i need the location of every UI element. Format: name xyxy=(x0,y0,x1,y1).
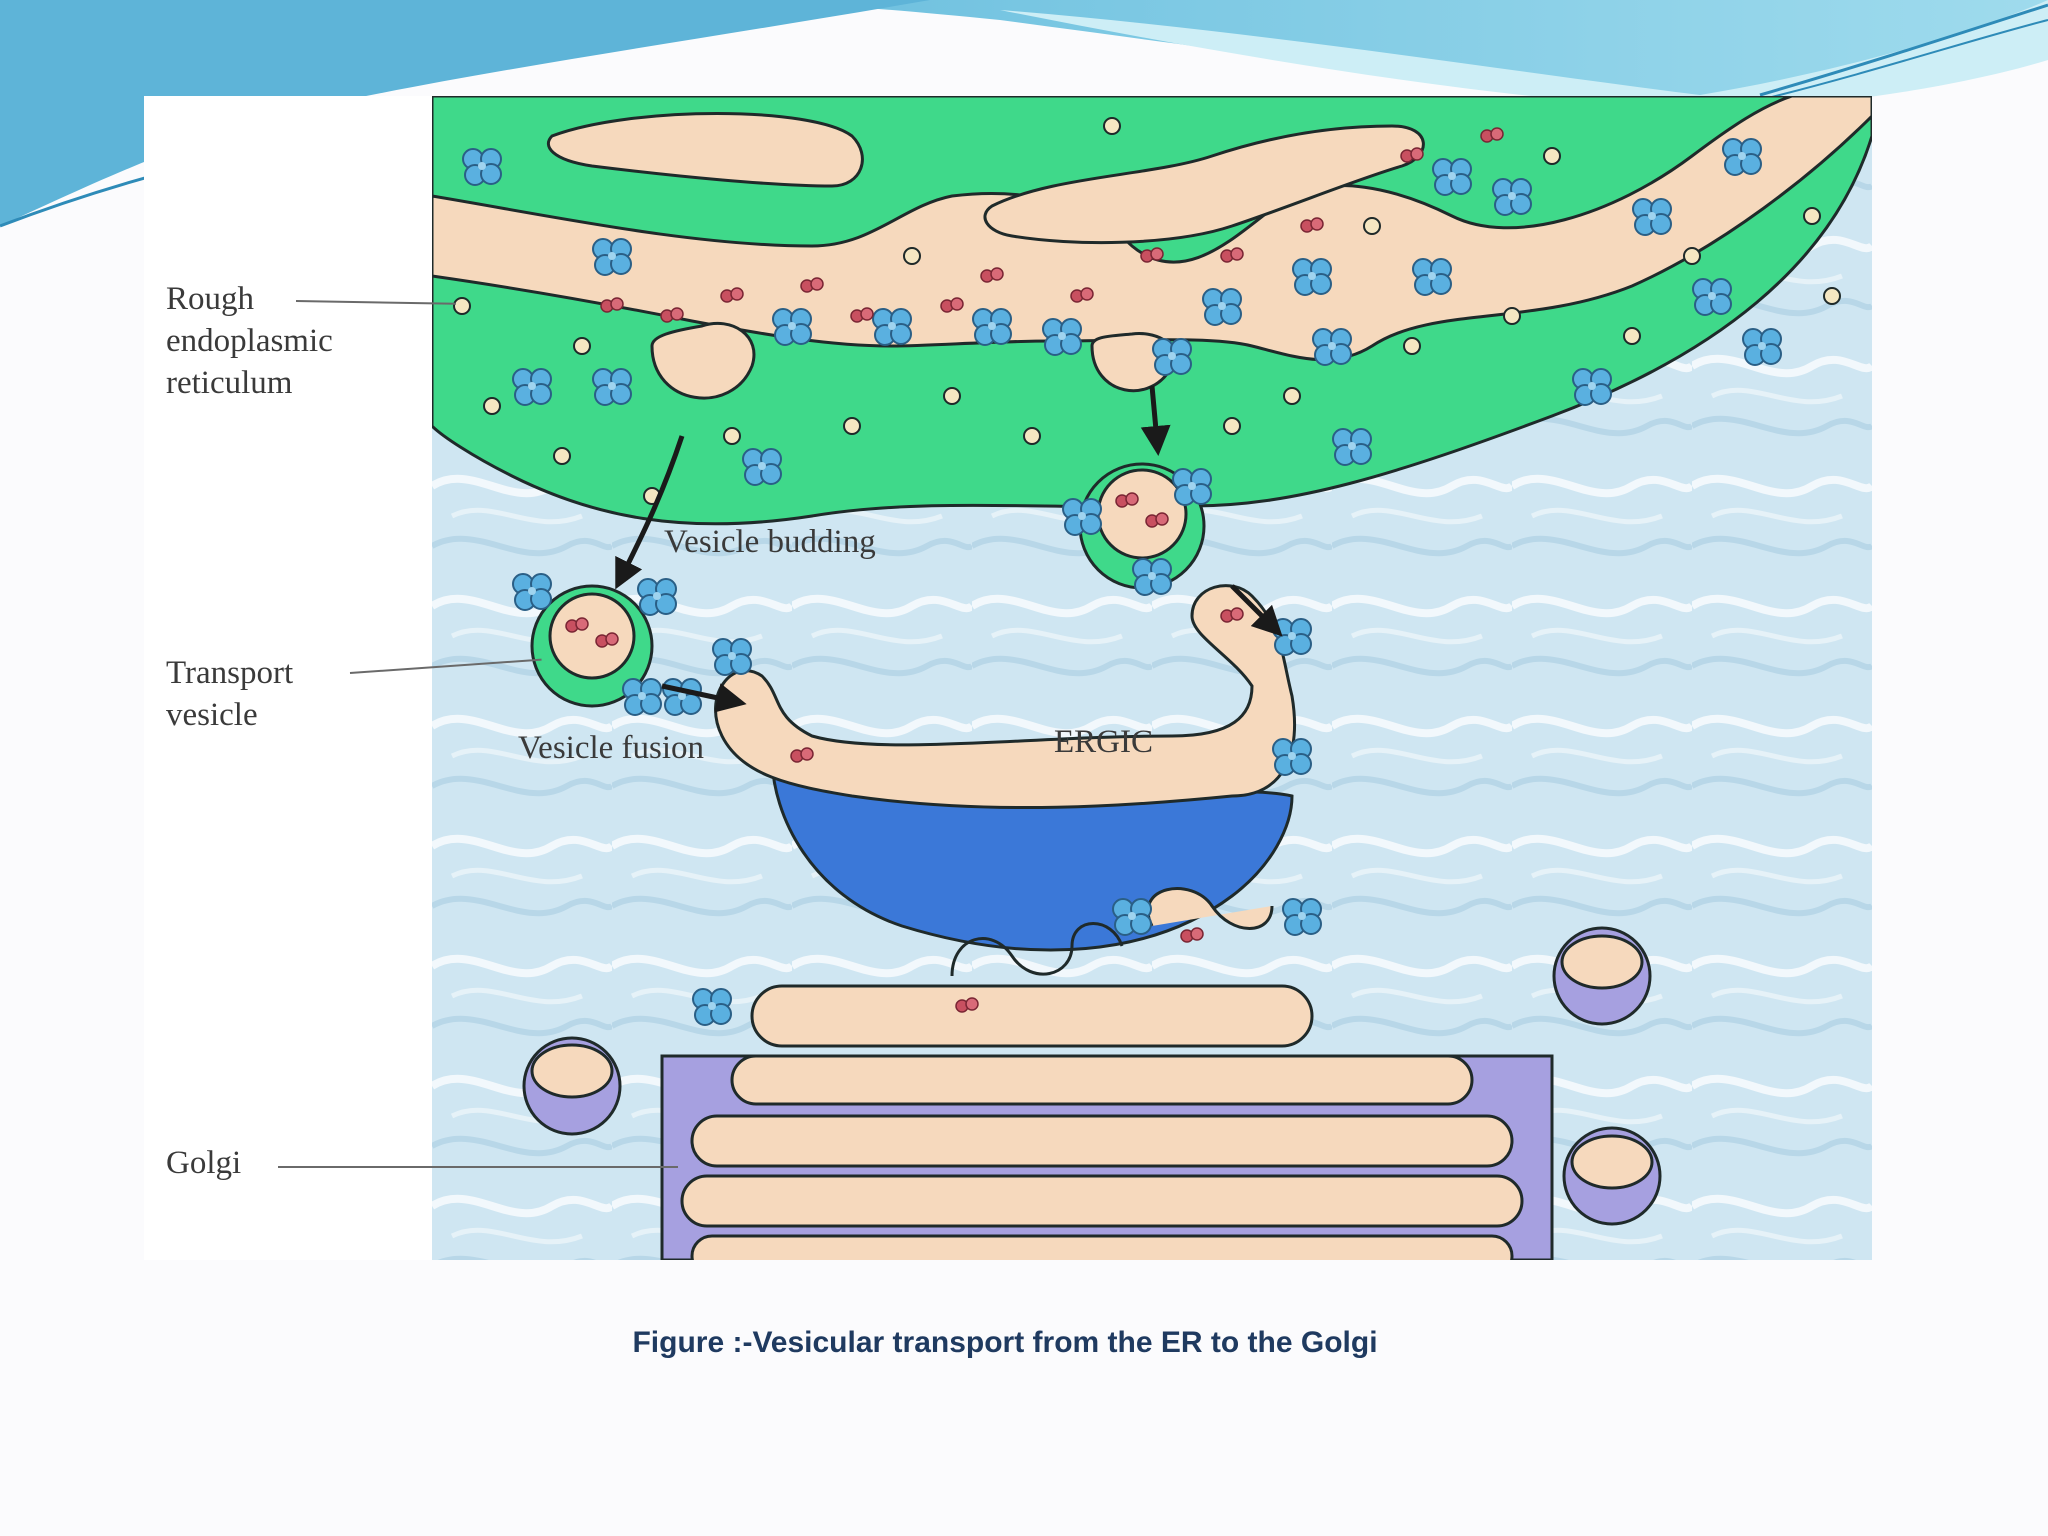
label-rough-er: Rough endoplasmic reticulum xyxy=(166,281,333,401)
label-vesicle-budding: Vesicle budding xyxy=(664,524,876,560)
er-lumen-1 xyxy=(432,96,1872,362)
budding-vesicle xyxy=(1062,462,1212,596)
leader-golgi xyxy=(278,1166,678,1168)
golgi-stack xyxy=(660,887,1554,1260)
er-golgi-diagram xyxy=(432,96,1872,1260)
er-lumen-3 xyxy=(983,124,1425,245)
er-bud-left xyxy=(650,321,756,400)
transport-arrows xyxy=(615,385,1283,713)
er-lumen-2 xyxy=(546,112,864,188)
label-vesicle-fusion: Vesicle fusion xyxy=(518,730,705,766)
transport-vesicle xyxy=(512,573,677,716)
golgi-vesicles xyxy=(522,926,1662,1226)
er-granules xyxy=(453,117,1841,505)
label-ergic: ERGIC xyxy=(1054,724,1153,760)
label-transport-vesicle: Transport vesicle xyxy=(166,655,294,733)
label-golgi: Golgi xyxy=(166,1145,242,1181)
figure-caption: Figure :-Vesicular transport from the ER… xyxy=(632,1326,1378,1359)
